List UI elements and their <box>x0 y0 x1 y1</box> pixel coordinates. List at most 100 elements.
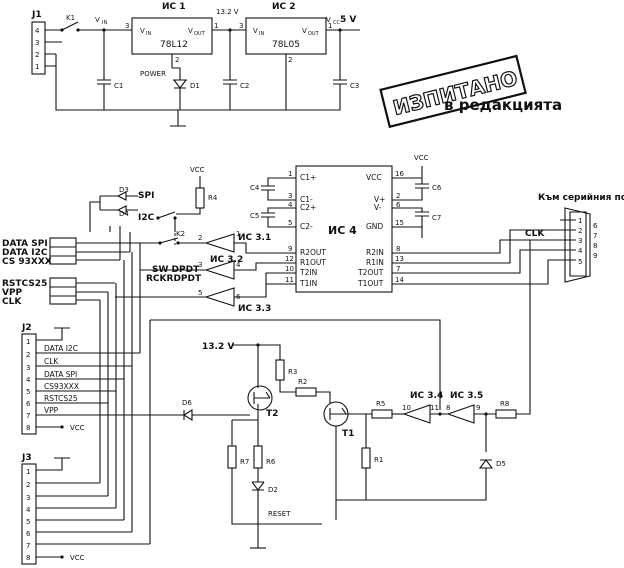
j3-connector <box>21 463 37 565</box>
db9-pin: 6 <box>593 222 598 230</box>
j2-pin: 8 <box>26 424 30 432</box>
r2-resistor <box>295 387 317 397</box>
ic32-pin: 3 <box>198 261 202 269</box>
j1-pin: 3 <box>35 39 39 47</box>
j2-vcc-label: VCC <box>70 424 85 432</box>
r8-resistor <box>495 409 517 419</box>
j3-label: J3 <box>21 453 32 463</box>
j2-pin: 7 <box>26 412 30 420</box>
serial-port: Към серийния порт 1 6 2 7 3 8 4 9 5 CLK <box>406 193 624 285</box>
ic31-buffer <box>204 233 235 253</box>
c6-capacitor <box>406 166 429 201</box>
ic4-pin-num: 5 <box>288 219 292 227</box>
ic4-pin-num: 2 <box>396 192 400 200</box>
c3-capacitor <box>330 30 347 111</box>
ic4-pin-num: 9 <box>288 245 292 253</box>
ic33-buffer <box>204 287 235 307</box>
r1-label: R1 <box>374 456 383 464</box>
vin-label: V <box>95 16 100 24</box>
ic1-vin: V <box>140 27 145 35</box>
vcc-r4-label: VCC <box>190 166 205 174</box>
c1-label: C1 <box>114 82 123 90</box>
c7-capacitor <box>406 207 429 238</box>
j2-signal: VPP <box>44 406 59 415</box>
j3-pin: 4 <box>26 506 31 514</box>
vin-sub: IN <box>102 20 107 26</box>
power-section: J1 4 3 2 1 K1 V IN C1 ИС 1 V IN V OUT 78… <box>31 2 360 127</box>
ic31-label: ИС 3.1 <box>238 233 271 243</box>
j2-pin: 4 <box>26 376 31 384</box>
tested-stamp: ИЗПИТАНО в редакцията <box>379 54 562 129</box>
ic2-vin-sub: IN <box>259 31 264 37</box>
d4-label: D4 <box>119 210 129 218</box>
c3-label: C3 <box>350 82 359 90</box>
r5-resistor <box>371 409 393 419</box>
ic2-pin-gnd: 2 <box>288 56 292 64</box>
j3-pin: 7 <box>26 542 30 550</box>
j3-pin: 3 <box>26 494 30 502</box>
j2-label: J2 <box>21 323 32 333</box>
ic4-pin-num: 1 <box>288 170 292 178</box>
c4-label: C4 <box>250 184 260 192</box>
ic32-pin: 4 <box>236 261 241 269</box>
j3-connector-group: J3 1 2 3 4 5 6 7 8 VCC <box>21 243 441 565</box>
serial-port-label: Към серийния порт <box>538 193 624 203</box>
r5-label: R5 <box>376 400 385 408</box>
ic4-pin-name: C2+ <box>300 203 316 212</box>
ic2-pin-in: 3 <box>239 22 243 30</box>
d1-led <box>172 67 187 110</box>
c2-capacitor <box>223 30 237 110</box>
rckrdpdt-label: RCKRDPDT <box>146 274 202 284</box>
ic4-chip: ИС 4 C1+ C1- C2+ C2- R2OUT R1OUT T2IN T1… <box>284 165 406 293</box>
ic34-label: ИС 3.4 <box>410 391 443 401</box>
r8-label: R8 <box>500 400 509 408</box>
ic33-pin: 5 <box>198 289 202 297</box>
buffers-ic3: 2 1 ИС 3.1 3 4 ИС 3.2 SW DPDT RCKRDPDT 5… <box>115 230 284 314</box>
ic4-pin-num: 4 <box>288 201 293 209</box>
wire-t2out <box>406 249 560 274</box>
ic4-pin-num: 16 <box>395 170 404 178</box>
r7-label: R7 <box>240 458 249 466</box>
ic1-pin-gnd: 2 <box>175 56 179 64</box>
ic34-pin: 10 <box>402 404 411 412</box>
r2-label: R2 <box>298 378 307 386</box>
ic4-pin-name: T1OUT <box>357 279 384 288</box>
d2-led <box>251 468 265 548</box>
ic4-pin-name: C1- <box>300 195 313 204</box>
j2-pin: 2 <box>26 351 30 359</box>
ic2-part: 78L05 <box>272 40 300 50</box>
ic4-body <box>295 165 393 293</box>
d3-label: D3 <box>119 186 129 194</box>
j2-connector <box>21 333 37 435</box>
r6-resistor <box>253 445 263 469</box>
j1-pin: 2 <box>35 51 39 59</box>
spi-label: SPI <box>138 191 154 201</box>
ic1-pin-out: 1 <box>214 22 218 30</box>
ic2-vin: V <box>253 27 258 35</box>
ic4-pin-name: V- <box>374 203 382 212</box>
ic4-pin-num: 11 <box>285 276 294 284</box>
r3-resistor <box>275 359 285 381</box>
ic2-vout: V <box>302 27 307 35</box>
ic2-name: ИС 2 <box>272 2 296 12</box>
c7-label: C7 <box>432 214 441 222</box>
wire-t1out <box>406 259 560 285</box>
ground-symbol <box>170 110 186 127</box>
v13-label: 13.2 V <box>216 8 239 16</box>
db9-pin: 5 <box>578 258 582 266</box>
signal-box-2 <box>49 277 77 305</box>
ic4-pin-num: 7 <box>396 265 400 273</box>
r6-label: R6 <box>266 458 276 466</box>
ic35-label: ИС 3.5 <box>450 391 483 401</box>
c6-label: C6 <box>432 184 442 192</box>
ic33-label: ИС 3.3 <box>238 304 271 314</box>
ic4-pin-num: 12 <box>285 255 294 263</box>
ic4-pin-name: GND <box>366 222 383 231</box>
ic2-pin-out: 1 <box>328 22 332 30</box>
j2-pin: 1 <box>26 338 30 346</box>
mode-switch: D3 D4 SPI I2C VCC R4 K2 <box>89 166 218 260</box>
v5-label: 5 V <box>340 15 356 25</box>
d6-label: D6 <box>182 399 192 407</box>
wire-r1in <box>406 229 560 264</box>
ic4-pin-name: R2OUT <box>300 248 326 257</box>
